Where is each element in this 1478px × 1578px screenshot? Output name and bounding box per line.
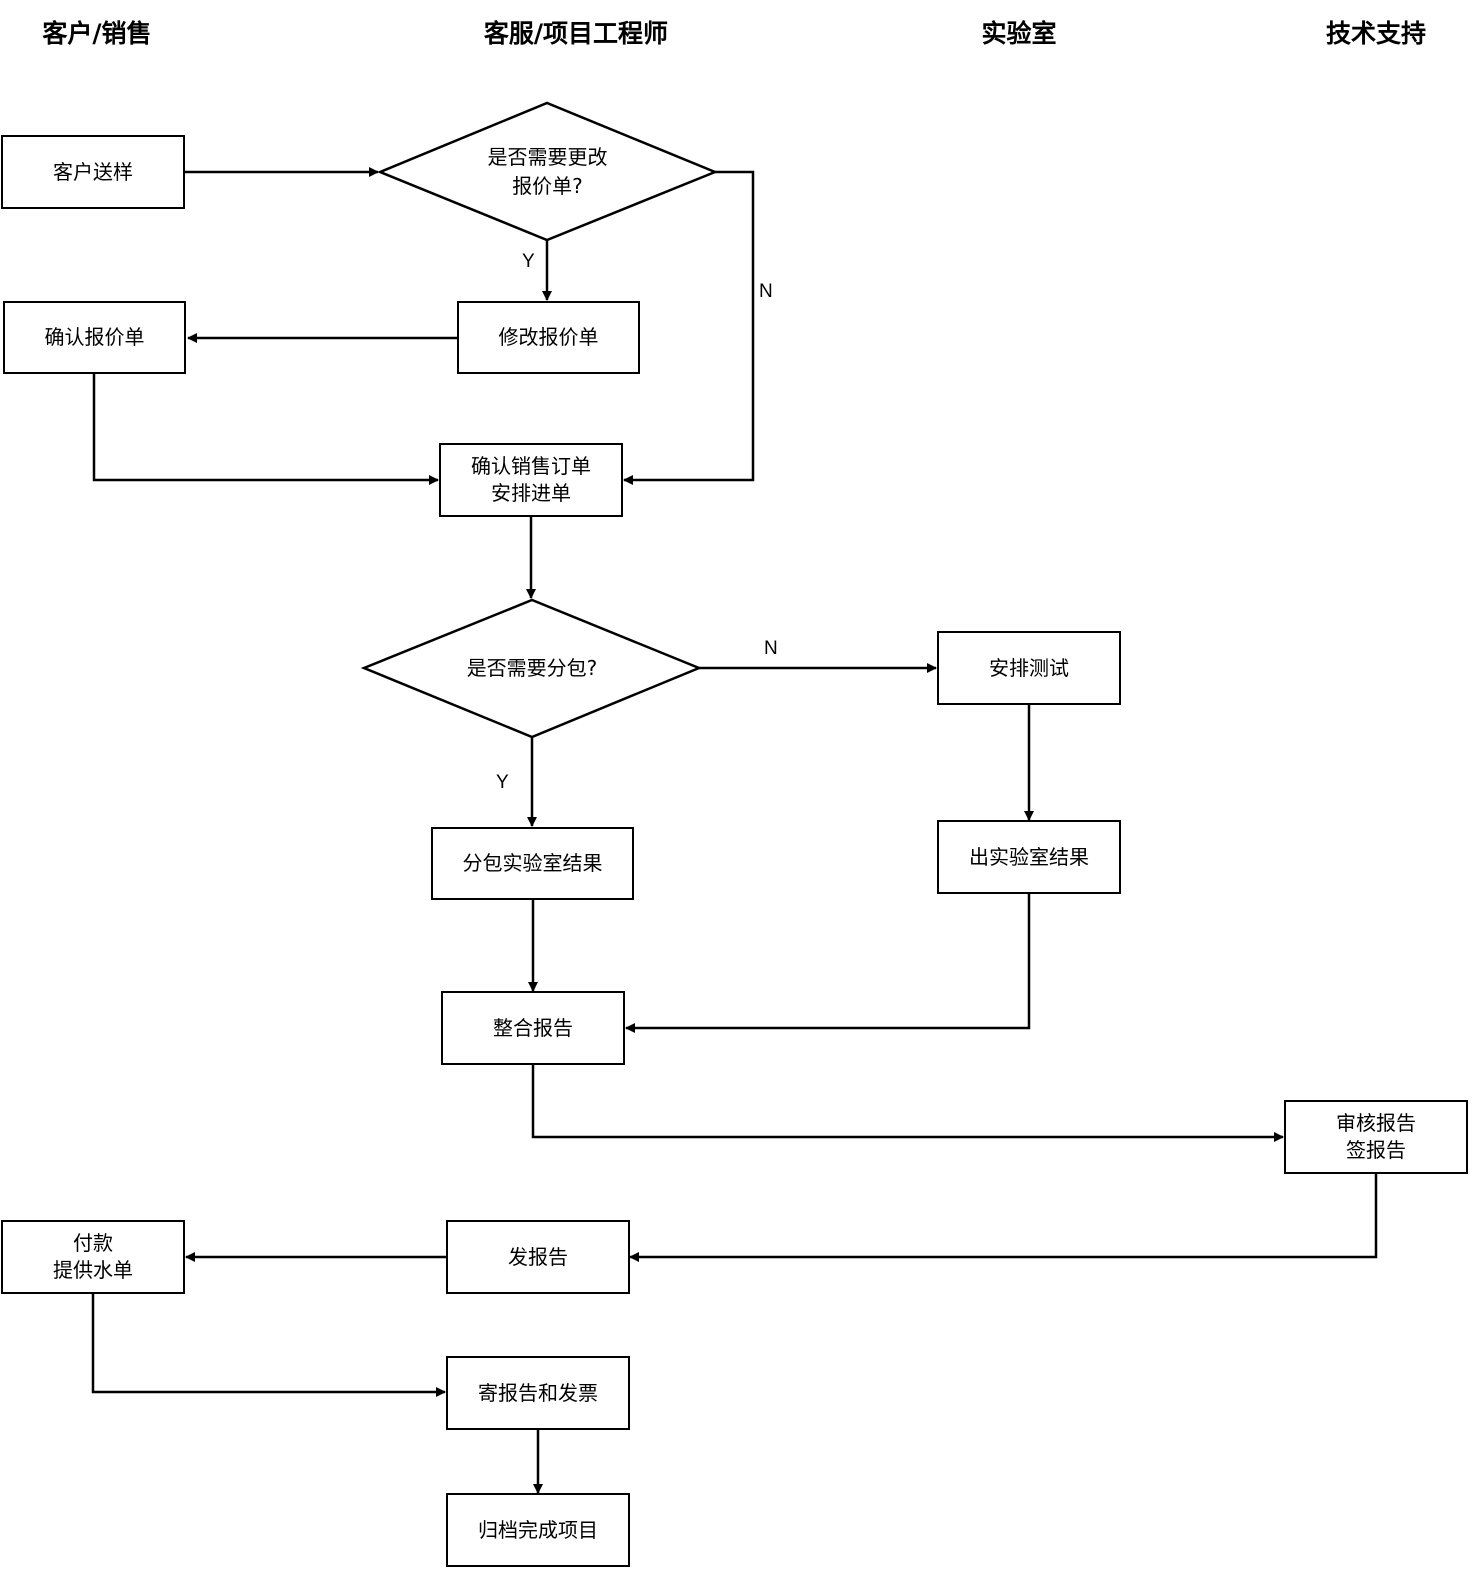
arrow-confirm-to-order <box>92 374 439 485</box>
edge-label-change-no: N <box>759 281 773 302</box>
node-label: 确认报价单 <box>44 325 145 349</box>
node-mail-report: 寄报告和发票 <box>446 1356 630 1430</box>
node-send-report: 发报告 <box>446 1220 630 1294</box>
node-label: 整合报告 <box>493 1015 573 1040</box>
lane-title-cs-engineer: 客服/项目工程师 <box>483 19 669 48</box>
node-review-report: 审核报告 签报告 <box>1284 1100 1468 1174</box>
edge-label-subcontract-yes: Y <box>496 772 509 793</box>
node-arrange-test: 安排测试 <box>937 631 1121 705</box>
arrow-lab-result-to-integrate <box>625 893 1031 1033</box>
node-label: 分包实验室结果 <box>462 851 603 875</box>
node-integrate-report: 整合报告 <box>441 991 625 1065</box>
arrow-payment-to-mail <box>91 1293 446 1397</box>
edge-label-subcontract-no: N <box>764 638 778 659</box>
node-change-quote-decision: 是否需要更改 报价单? <box>430 123 665 221</box>
lane-title-tech-support: 技术支持 <box>1325 19 1427 48</box>
node-label: 修改报价单 <box>498 325 599 349</box>
node-label-line-1: 是否需要更改 <box>487 145 608 169</box>
node-label: 归档完成项目 <box>478 1517 598 1542</box>
node-label: 出实验室结果 <box>969 844 1089 869</box>
node-label: 发报告 <box>508 1244 568 1269</box>
node-confirm-order: 确认销售订单 安排进单 <box>439 443 623 517</box>
lane-title-customer-sales: 客户/销售 <box>42 19 152 48</box>
node-label-line-2: 报价单? <box>512 174 583 198</box>
node-label: 安排测试 <box>989 655 1069 680</box>
node-confirm-quote: 确认报价单 <box>3 301 186 374</box>
node-label: 是否需要分包? <box>466 655 598 680</box>
node-modify-quote: 修改报价单 <box>457 301 640 374</box>
node-label-line-2: 签报告 <box>1346 1138 1406 1162</box>
node-label: 寄报告和发票 <box>478 1380 598 1405</box>
node-label-line-1: 审核报告 <box>1336 1111 1416 1135</box>
node-label-line-1: 付款 <box>73 1231 113 1255</box>
node-archive: 归档完成项目 <box>446 1493 630 1567</box>
node-label-line-2: 安排进单 <box>491 481 571 505</box>
arrow-integrate-to-review <box>531 1064 1284 1142</box>
node-lab-result: 出实验室结果 <box>937 820 1121 894</box>
node-label-line-2: 提供水单 <box>53 1258 133 1282</box>
arrow-decision-no-to-order <box>623 170 755 485</box>
node-customer-sample: 客户送样 <box>1 135 185 209</box>
node-label-line-1: 确认销售订单 <box>471 454 591 478</box>
node-subcontract-decision: 是否需要分包? <box>414 640 650 696</box>
lane-title-lab: 实验室 <box>981 19 1057 48</box>
node-payment: 付款 提供水单 <box>1 1220 185 1294</box>
node-label: 客户送样 <box>53 159 133 184</box>
node-sub-lab-result: 分包实验室结果 <box>431 827 634 900</box>
edge-label-change-yes: Y <box>522 251 535 272</box>
arrow-review-to-send <box>629 1173 1378 1262</box>
